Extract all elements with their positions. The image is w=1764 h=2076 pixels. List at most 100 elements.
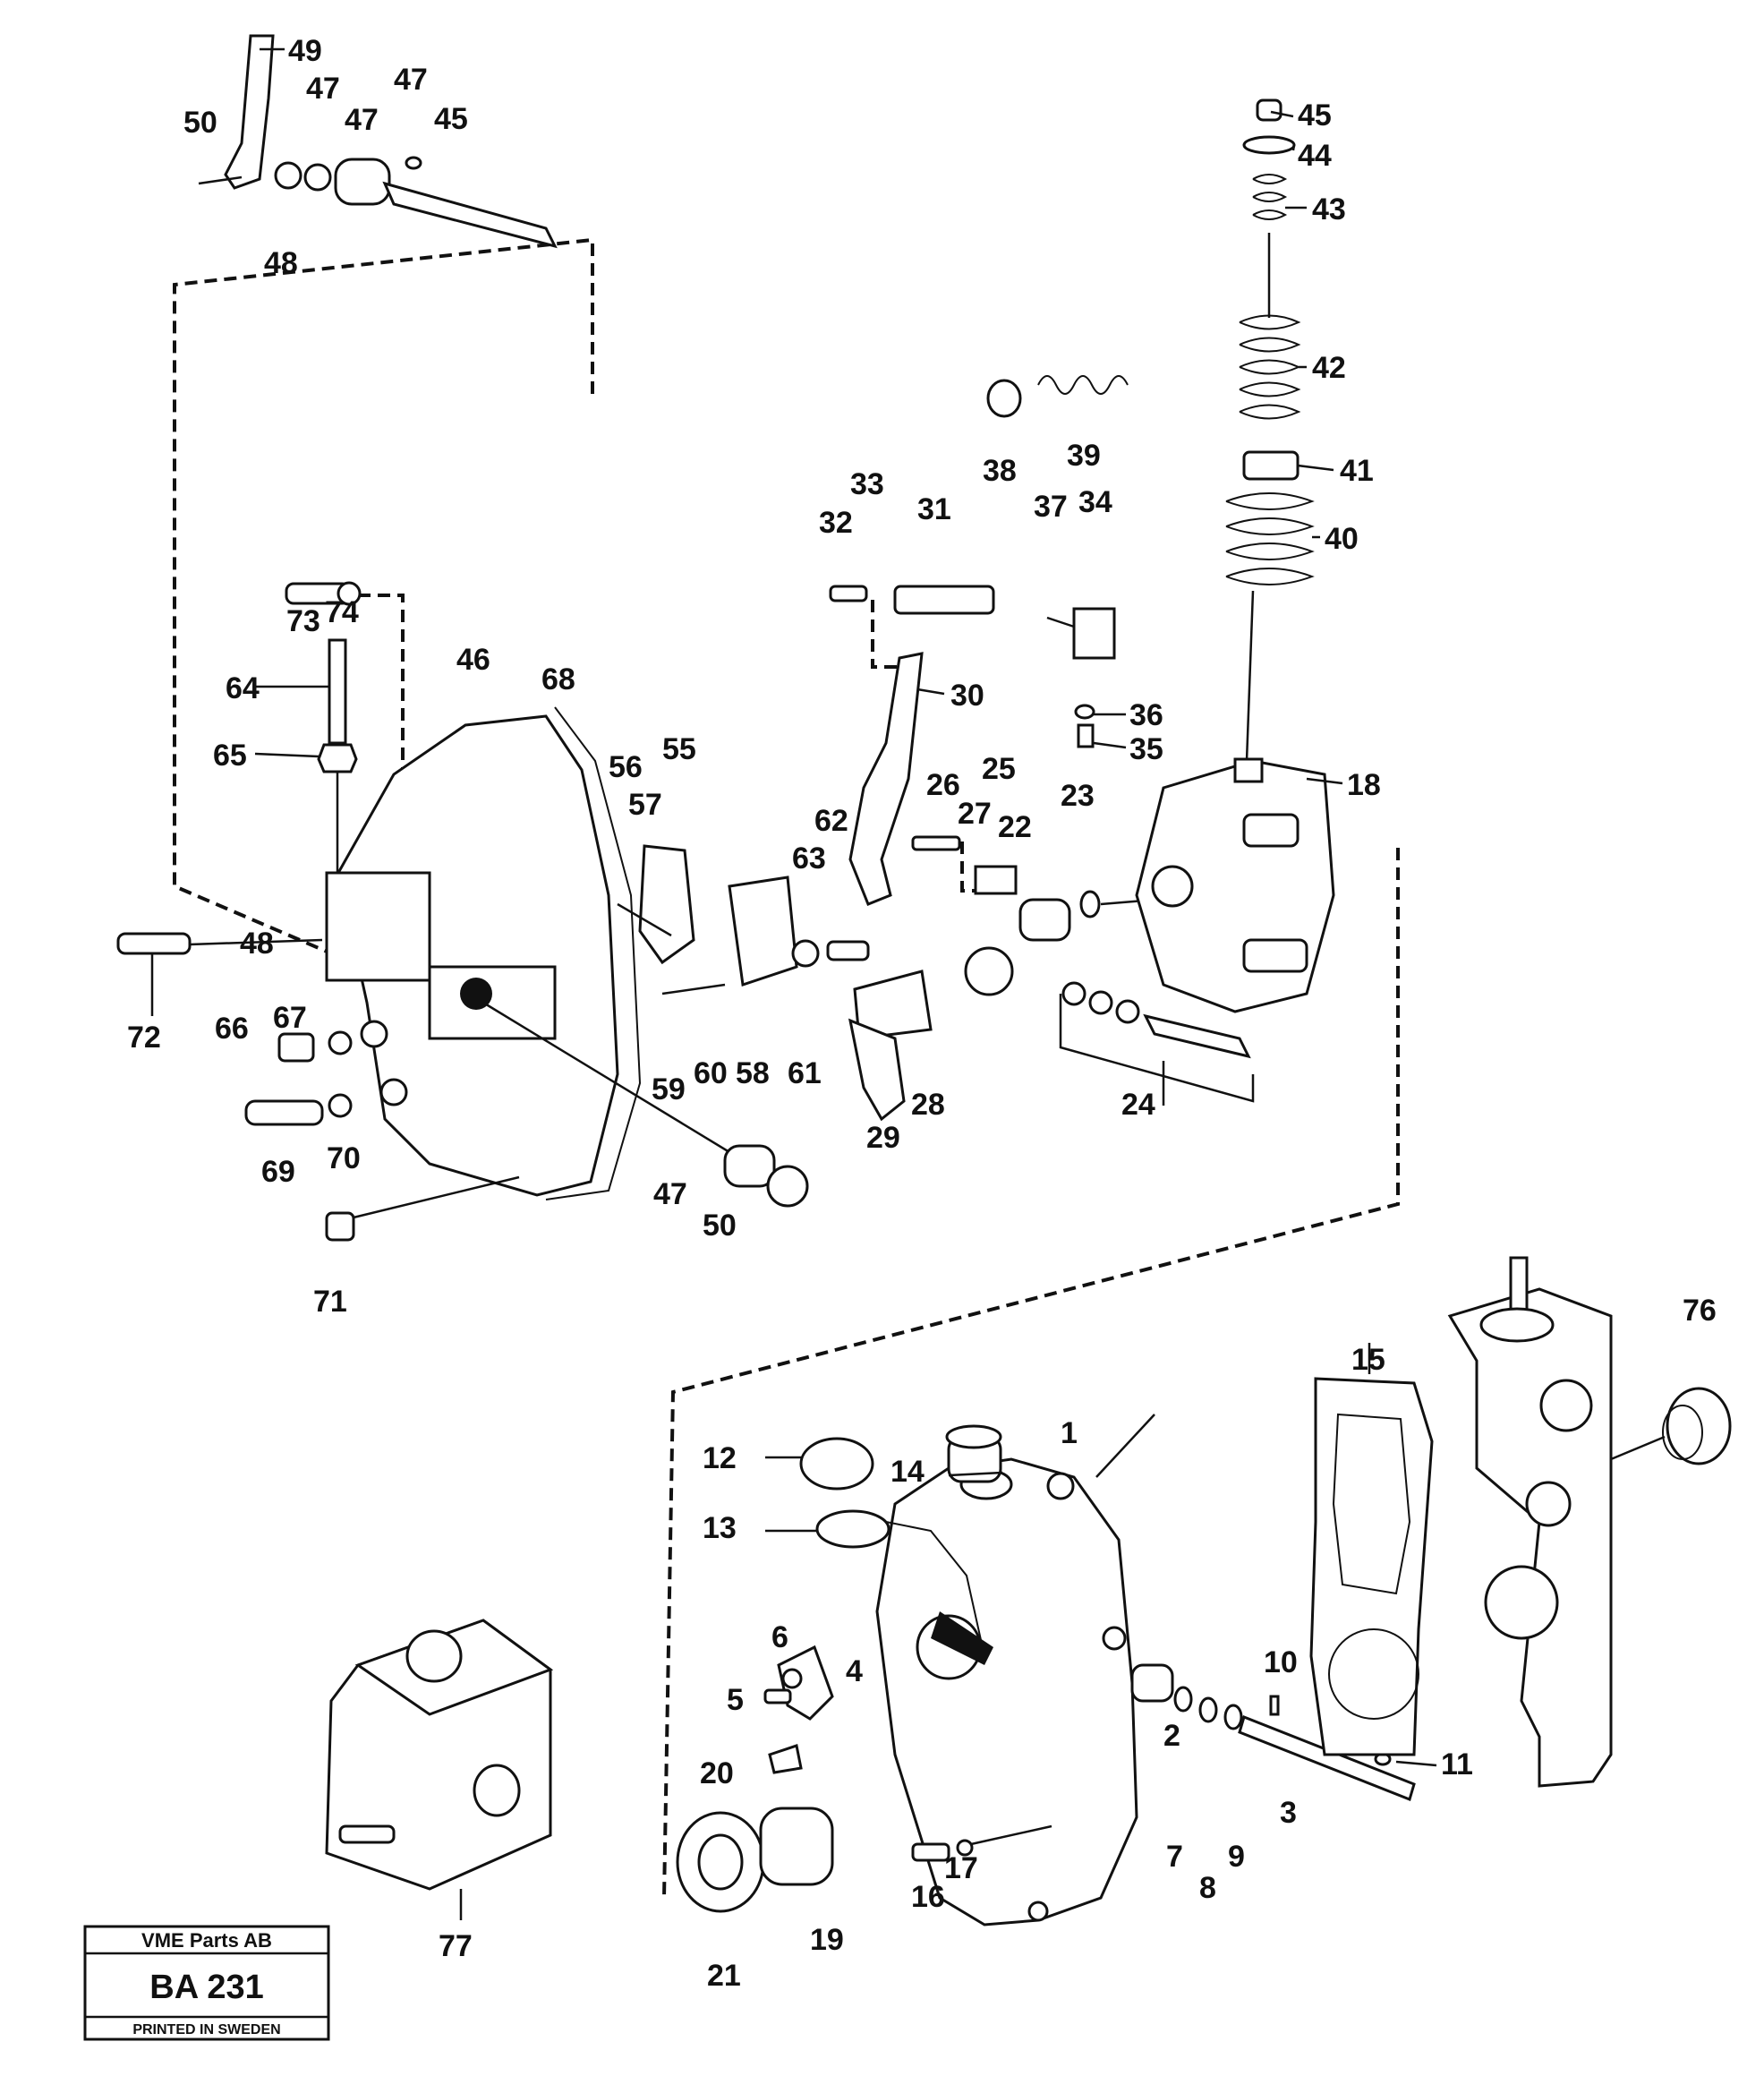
- clip-20: [768, 1744, 803, 1774]
- ring-23: [1079, 890, 1101, 918]
- washer-36: [1074, 704, 1095, 720]
- bushing-47-top: [334, 158, 391, 206]
- ring-7: [1173, 1686, 1193, 1713]
- ring-8: [1198, 1696, 1218, 1723]
- label-55: 50: [183, 106, 217, 140]
- screw-73: [116, 932, 192, 955]
- label-22: 22: [998, 810, 1032, 844]
- label-38: 38: [983, 454, 1017, 488]
- label-5: 5: [727, 1683, 744, 1717]
- label-75: 74: [325, 595, 359, 629]
- lever-54: [224, 34, 275, 190]
- seal-71: [328, 1093, 353, 1118]
- flyweight-stud: [1233, 757, 1264, 783]
- screw-5: [763, 1688, 792, 1704]
- label-59: 58: [736, 1056, 770, 1090]
- label-42: 42: [1312, 351, 1346, 385]
- label-3: 3: [1280, 1796, 1297, 1830]
- label-62: 61: [788, 1056, 822, 1090]
- bushing-47-bottom: [723, 1144, 776, 1188]
- label-46: 46: [456, 643, 490, 677]
- connector-line-top-left: [173, 237, 594, 969]
- bracket-56: [638, 844, 695, 965]
- label-10: 10: [1264, 1645, 1298, 1679]
- label-39: 39: [1067, 439, 1101, 473]
- label-25: 25: [982, 752, 1016, 786]
- connector-line-31: [871, 600, 899, 669]
- governor-springs: [1225, 98, 1315, 762]
- label-9: 9: [1228, 1840, 1245, 1874]
- label-26: 26: [926, 768, 960, 802]
- hub-22: [964, 946, 1014, 996]
- governor-housing: [325, 706, 735, 1219]
- label-61: 60: [694, 1056, 728, 1090]
- rod-assembly-24: [1059, 981, 1255, 1103]
- label-37: 37: [1034, 490, 1068, 524]
- washer-75: [337, 581, 362, 606]
- bushing-2: [1130, 1663, 1174, 1703]
- housing-bore: [460, 978, 492, 1010]
- housing-flange: [325, 871, 431, 982]
- label-18: 18: [1347, 768, 1381, 802]
- screw-63: [826, 940, 870, 961]
- washer-52: [303, 163, 332, 192]
- washer-53: [274, 161, 303, 190]
- label-13: 13: [703, 1511, 737, 1545]
- plug-hole-68: [360, 1020, 388, 1048]
- key-51: [405, 156, 422, 170]
- label-44: 44: [1298, 139, 1332, 173]
- screw-35: [1077, 723, 1095, 748]
- spring-plunger: [986, 375, 1129, 748]
- label-23: 23: [1061, 779, 1095, 813]
- label-72: 71: [313, 1285, 347, 1319]
- label-32: 32: [819, 506, 853, 540]
- seal-68: [328, 1030, 353, 1055]
- housing-eye-3: [1027, 1901, 1049, 1922]
- flyweight-assembly: [1135, 757, 1335, 1013]
- bracket-plate: [1447, 1287, 1613, 1788]
- label-11: 11: [1441, 1747, 1473, 1781]
- title-stamp: VME Parts AB BA 231 PRINTED IN SWEDEN: [83, 1925, 330, 2041]
- stud-65: [328, 638, 347, 745]
- label-12: 12: [703, 1441, 737, 1475]
- spring-39: [1037, 375, 1129, 395]
- label-74: 73: [286, 604, 320, 638]
- shaft-28: [853, 970, 933, 1040]
- housing-46: [337, 714, 619, 1197]
- nut-66: [317, 743, 358, 773]
- housing-shadow: [931, 1611, 993, 1665]
- label-73: 72: [127, 1021, 161, 1055]
- pump-small-parts: [676, 1424, 1416, 1913]
- label-19: 19: [810, 1923, 844, 1957]
- label-35: 35: [1129, 732, 1163, 766]
- stamp-code: BA 231: [149, 1969, 263, 2006]
- link-31: [893, 585, 995, 615]
- label-69: 68: [541, 662, 575, 696]
- label-33: 33: [850, 467, 884, 501]
- label-64: 63: [792, 842, 826, 876]
- label-29: 29: [866, 1121, 900, 1155]
- pin-32: [829, 585, 868, 602]
- label-60: 59: [652, 1072, 686, 1106]
- label-17: 17: [944, 1851, 978, 1885]
- bracket-assembly: [1447, 1256, 1732, 1788]
- label-21: 21: [707, 1959, 741, 1993]
- label-14: 14: [891, 1455, 925, 1489]
- screw-70: [244, 1099, 324, 1126]
- screw-45: [1256, 98, 1283, 122]
- washer-44: [1242, 135, 1296, 155]
- label-63: 62: [814, 804, 848, 838]
- label-7: 7: [1166, 1840, 1183, 1874]
- spring-6: [781, 1668, 803, 1689]
- lever-29: [848, 1018, 906, 1122]
- label-41: 41: [1340, 454, 1374, 488]
- label-52: 47: [306, 72, 340, 106]
- plug-hole-71: [379, 1078, 408, 1106]
- label-65: 64: [226, 671, 260, 705]
- sleeve-22: [1018, 898, 1071, 942]
- label-66: 65: [213, 739, 247, 773]
- housing-fasteners: [116, 581, 809, 1242]
- housing-1: [875, 1457, 1138, 1926]
- part-labels: 49 47 47 45 47 50 48 45 44 43 42 41 40 1…: [127, 34, 1717, 1993]
